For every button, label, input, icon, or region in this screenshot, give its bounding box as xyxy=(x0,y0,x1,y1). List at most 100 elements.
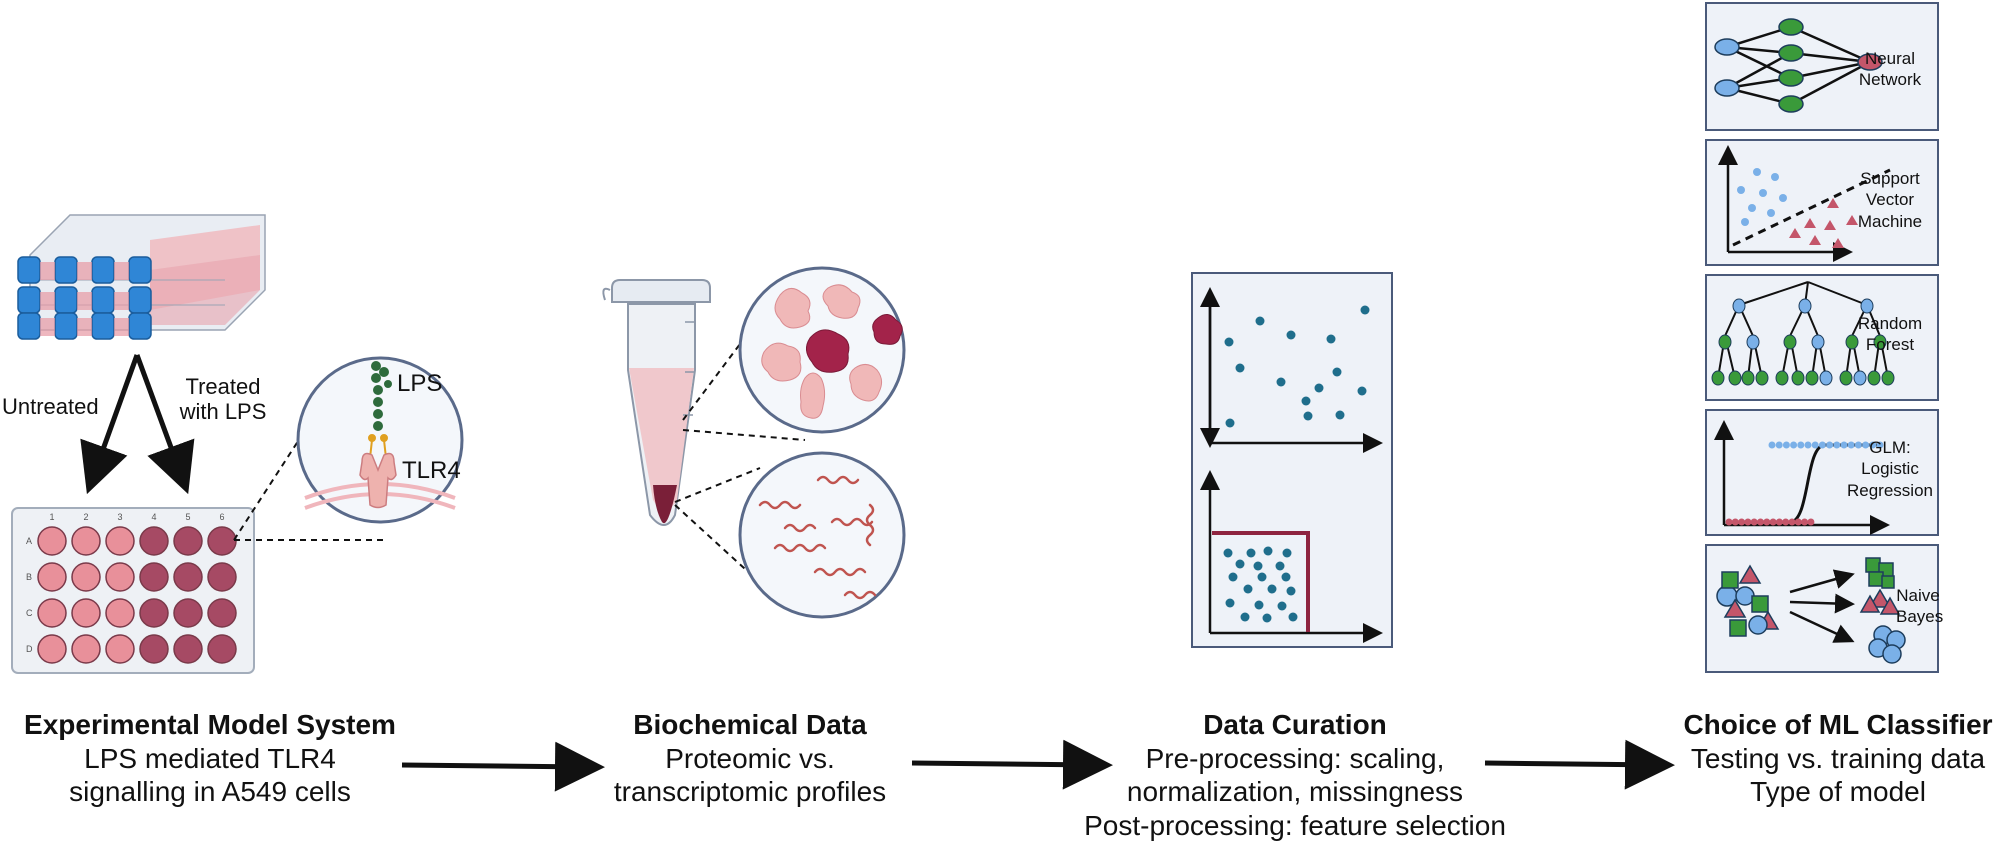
scatter-point xyxy=(1253,561,1263,571)
plate-column-label: 2 xyxy=(83,512,89,522)
scatter-point xyxy=(1255,316,1265,326)
scatter-point xyxy=(1360,305,1370,315)
well xyxy=(139,634,169,664)
glm-panel xyxy=(1705,409,1939,536)
well xyxy=(207,634,237,664)
untreated-label: Untreated xyxy=(2,394,99,419)
well xyxy=(105,634,135,664)
scatter-point xyxy=(1357,386,1367,396)
plate-row-label: D xyxy=(26,644,33,654)
scatter-point xyxy=(1257,572,1267,582)
plate-column-label: 1 xyxy=(49,512,55,522)
tlr4-label: TLR4 xyxy=(402,457,461,484)
well xyxy=(71,526,101,556)
plate-column-label: 5 xyxy=(185,512,191,522)
scatter-point xyxy=(1246,548,1256,558)
scatter-point xyxy=(1277,601,1287,611)
stage-arrow-3 xyxy=(1484,739,1675,790)
scatter-point xyxy=(1303,411,1313,421)
glm-point xyxy=(1818,441,1826,449)
scatter-point xyxy=(1326,334,1336,344)
well xyxy=(207,598,237,628)
well xyxy=(105,526,135,556)
glm-point xyxy=(1775,518,1783,526)
glm-point xyxy=(1750,518,1758,526)
scatter-point xyxy=(1286,586,1296,596)
protein-circle xyxy=(738,266,906,434)
scatter-point xyxy=(1235,363,1245,373)
lps-label: LPS xyxy=(397,370,443,397)
glm-point xyxy=(1804,441,1812,449)
scatter-point xyxy=(1282,548,1292,558)
stage-curation: Data Curation Pre-processing: scaling, n… xyxy=(1084,709,1506,841)
well xyxy=(105,598,135,628)
well xyxy=(37,526,67,556)
plate-column-label: 4 xyxy=(151,512,157,522)
cell-culture-flasks xyxy=(17,214,266,340)
scatter-point xyxy=(1267,584,1277,594)
well xyxy=(173,526,203,556)
scatter-point xyxy=(1223,548,1233,558)
well xyxy=(139,526,169,556)
glm-point xyxy=(1826,441,1834,449)
glm-point xyxy=(1769,518,1777,526)
glm-point xyxy=(1801,518,1809,526)
well xyxy=(71,562,101,592)
well xyxy=(37,634,67,664)
glm-point xyxy=(1788,518,1796,526)
well xyxy=(139,598,169,628)
scatter-point xyxy=(1263,546,1273,556)
curation-panel xyxy=(1191,272,1393,648)
glm-point xyxy=(1847,441,1855,449)
glm-point xyxy=(1807,518,1815,526)
scatter-point xyxy=(1235,559,1245,569)
plate-row-label: B xyxy=(26,572,33,582)
glm-point xyxy=(1833,441,1841,449)
well xyxy=(71,634,101,664)
glm-point xyxy=(1763,518,1771,526)
glm-point xyxy=(1862,441,1870,449)
glm-point xyxy=(1782,441,1790,449)
scatter-point xyxy=(1224,337,1234,347)
well xyxy=(37,562,67,592)
glm-point xyxy=(1790,441,1798,449)
glm-point xyxy=(1782,518,1790,526)
well xyxy=(173,634,203,664)
well xyxy=(207,562,237,592)
untreated-arrow xyxy=(80,354,140,495)
glm-point xyxy=(1731,518,1739,526)
tlr4-receptor-circle xyxy=(296,356,464,524)
glm-point xyxy=(1744,518,1752,526)
stage-biochemical: Biochemical Data Proteomic vs. transcrip… xyxy=(613,709,887,808)
scatter-point xyxy=(1243,584,1253,594)
scatter-point xyxy=(1281,572,1291,582)
well xyxy=(207,526,237,556)
plate-column-label: 6 xyxy=(219,512,225,522)
neural-network-panel xyxy=(1705,2,1939,131)
scatter-point xyxy=(1301,396,1311,406)
scatter-point xyxy=(1288,612,1298,622)
zoom-line xyxy=(674,467,761,503)
stage-experimental: Experimental Model System LPS mediated T… xyxy=(24,709,396,808)
plate-row-label: C xyxy=(26,608,33,618)
glm-point xyxy=(1797,441,1805,449)
stage-classifier: Choice of ML Classifier Testing vs. trai… xyxy=(1683,709,1993,808)
scatter-point xyxy=(1275,561,1285,571)
glm-point xyxy=(1869,441,1877,449)
scatter-point xyxy=(1254,600,1264,610)
glm-point xyxy=(1775,441,1783,449)
scatter-point xyxy=(1262,613,1272,623)
treated-label: Treated with LPS xyxy=(179,374,267,425)
well xyxy=(173,598,203,628)
treated-arrow xyxy=(134,354,195,495)
scatter-point xyxy=(1332,367,1342,377)
glm-point xyxy=(1840,441,1848,449)
microcentrifuge-tube xyxy=(602,279,711,526)
glm-point xyxy=(1794,518,1802,526)
scatter-point xyxy=(1225,598,1235,608)
glm-point xyxy=(1757,518,1764,526)
